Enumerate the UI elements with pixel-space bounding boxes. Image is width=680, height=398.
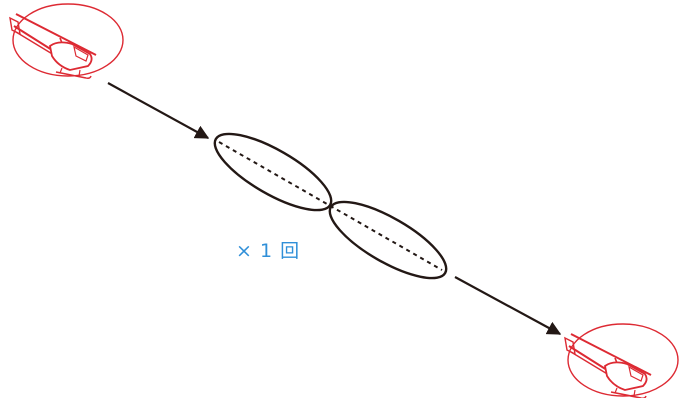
approach-arrow: [107, 82, 210, 139]
dashed-centerline: [218, 141, 443, 271]
departure-arrow: [454, 276, 562, 335]
helicopter-start-icon: [9, 3, 124, 80]
repeat-count-label: × 1 回: [236, 240, 301, 262]
helicopter-end-icon: [564, 323, 679, 398]
loop-ellipse-1: [213, 132, 333, 212]
